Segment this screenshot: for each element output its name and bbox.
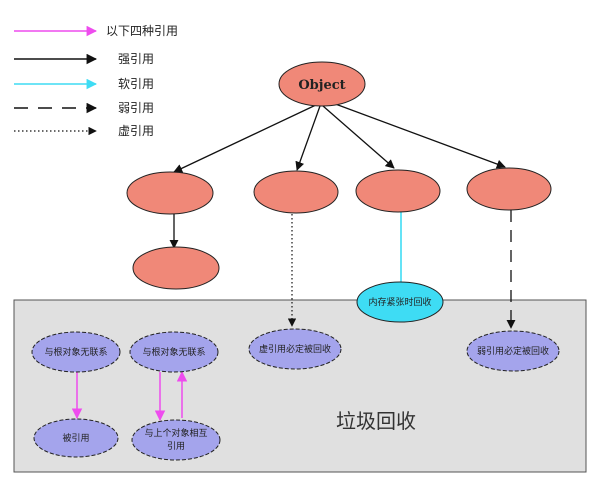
soft-ref-node: [355, 169, 441, 213]
legend-label-strong: 强引用: [118, 52, 154, 66]
memory-tight-gc-node: [356, 281, 444, 323]
legend-label-weak: 弱引用: [118, 101, 154, 115]
edge-root-to-weak-node: [329, 101, 506, 169]
weak-gc-label: 弱引用必定被回收: [477, 345, 549, 357]
edge-root-to-soft-node: [322, 105, 395, 169]
legend-item-phantom: 虚引用: [14, 124, 154, 138]
legend-label-soft: 软引用: [118, 77, 154, 91]
strong-ref-node: [126, 171, 214, 215]
memory-tight-gc-label: 内存紧张时回收: [368, 296, 431, 308]
mutual-ref-node: [131, 419, 221, 461]
weak-gc-node: [466, 330, 560, 372]
phantom-ref-node: [253, 170, 339, 214]
mutual-ref-label-line2: 引用: [167, 441, 185, 452]
legend-item-strong: 强引用: [14, 52, 154, 66]
mutual-ref-label-line1: 与上个对象相互: [144, 427, 207, 439]
phantom-gc-label: 虚引用必定被回收: [259, 343, 331, 355]
legend-item-soft: 软引用: [14, 77, 154, 91]
legend-item-weak: 弱引用: [14, 101, 154, 115]
legend-item-four-refs: 以下四种引用: [14, 24, 178, 38]
referenced-node: [33, 418, 119, 458]
legend: 以下四种引用 强引用 软引用 弱引用 虚引用: [14, 24, 178, 138]
referenced-label: 被引用: [62, 432, 89, 444]
strong-ref-child-node: [132, 246, 220, 290]
phantom-gc-node: [248, 328, 342, 370]
no-root-link-label-2: 与根对象无联系: [142, 346, 205, 358]
gc-area-label: 垃圾回收: [336, 409, 416, 433]
edge-root-to-phantom-node: [295, 105, 321, 171]
object-root-node: [278, 61, 366, 107]
weak-ref-node: [466, 167, 552, 211]
edge-root-to-strong-node: [173, 103, 319, 173]
no-root-link-node-1: [31, 331, 121, 373]
legend-label-phantom: 虚引用: [118, 124, 154, 138]
no-root-link-label-1: 与根对象无联系: [44, 346, 107, 358]
no-root-link-node-2: [129, 331, 219, 373]
legend-label-four-refs: 以下四种引用: [106, 24, 178, 38]
object-root-label: Object: [298, 78, 345, 93]
